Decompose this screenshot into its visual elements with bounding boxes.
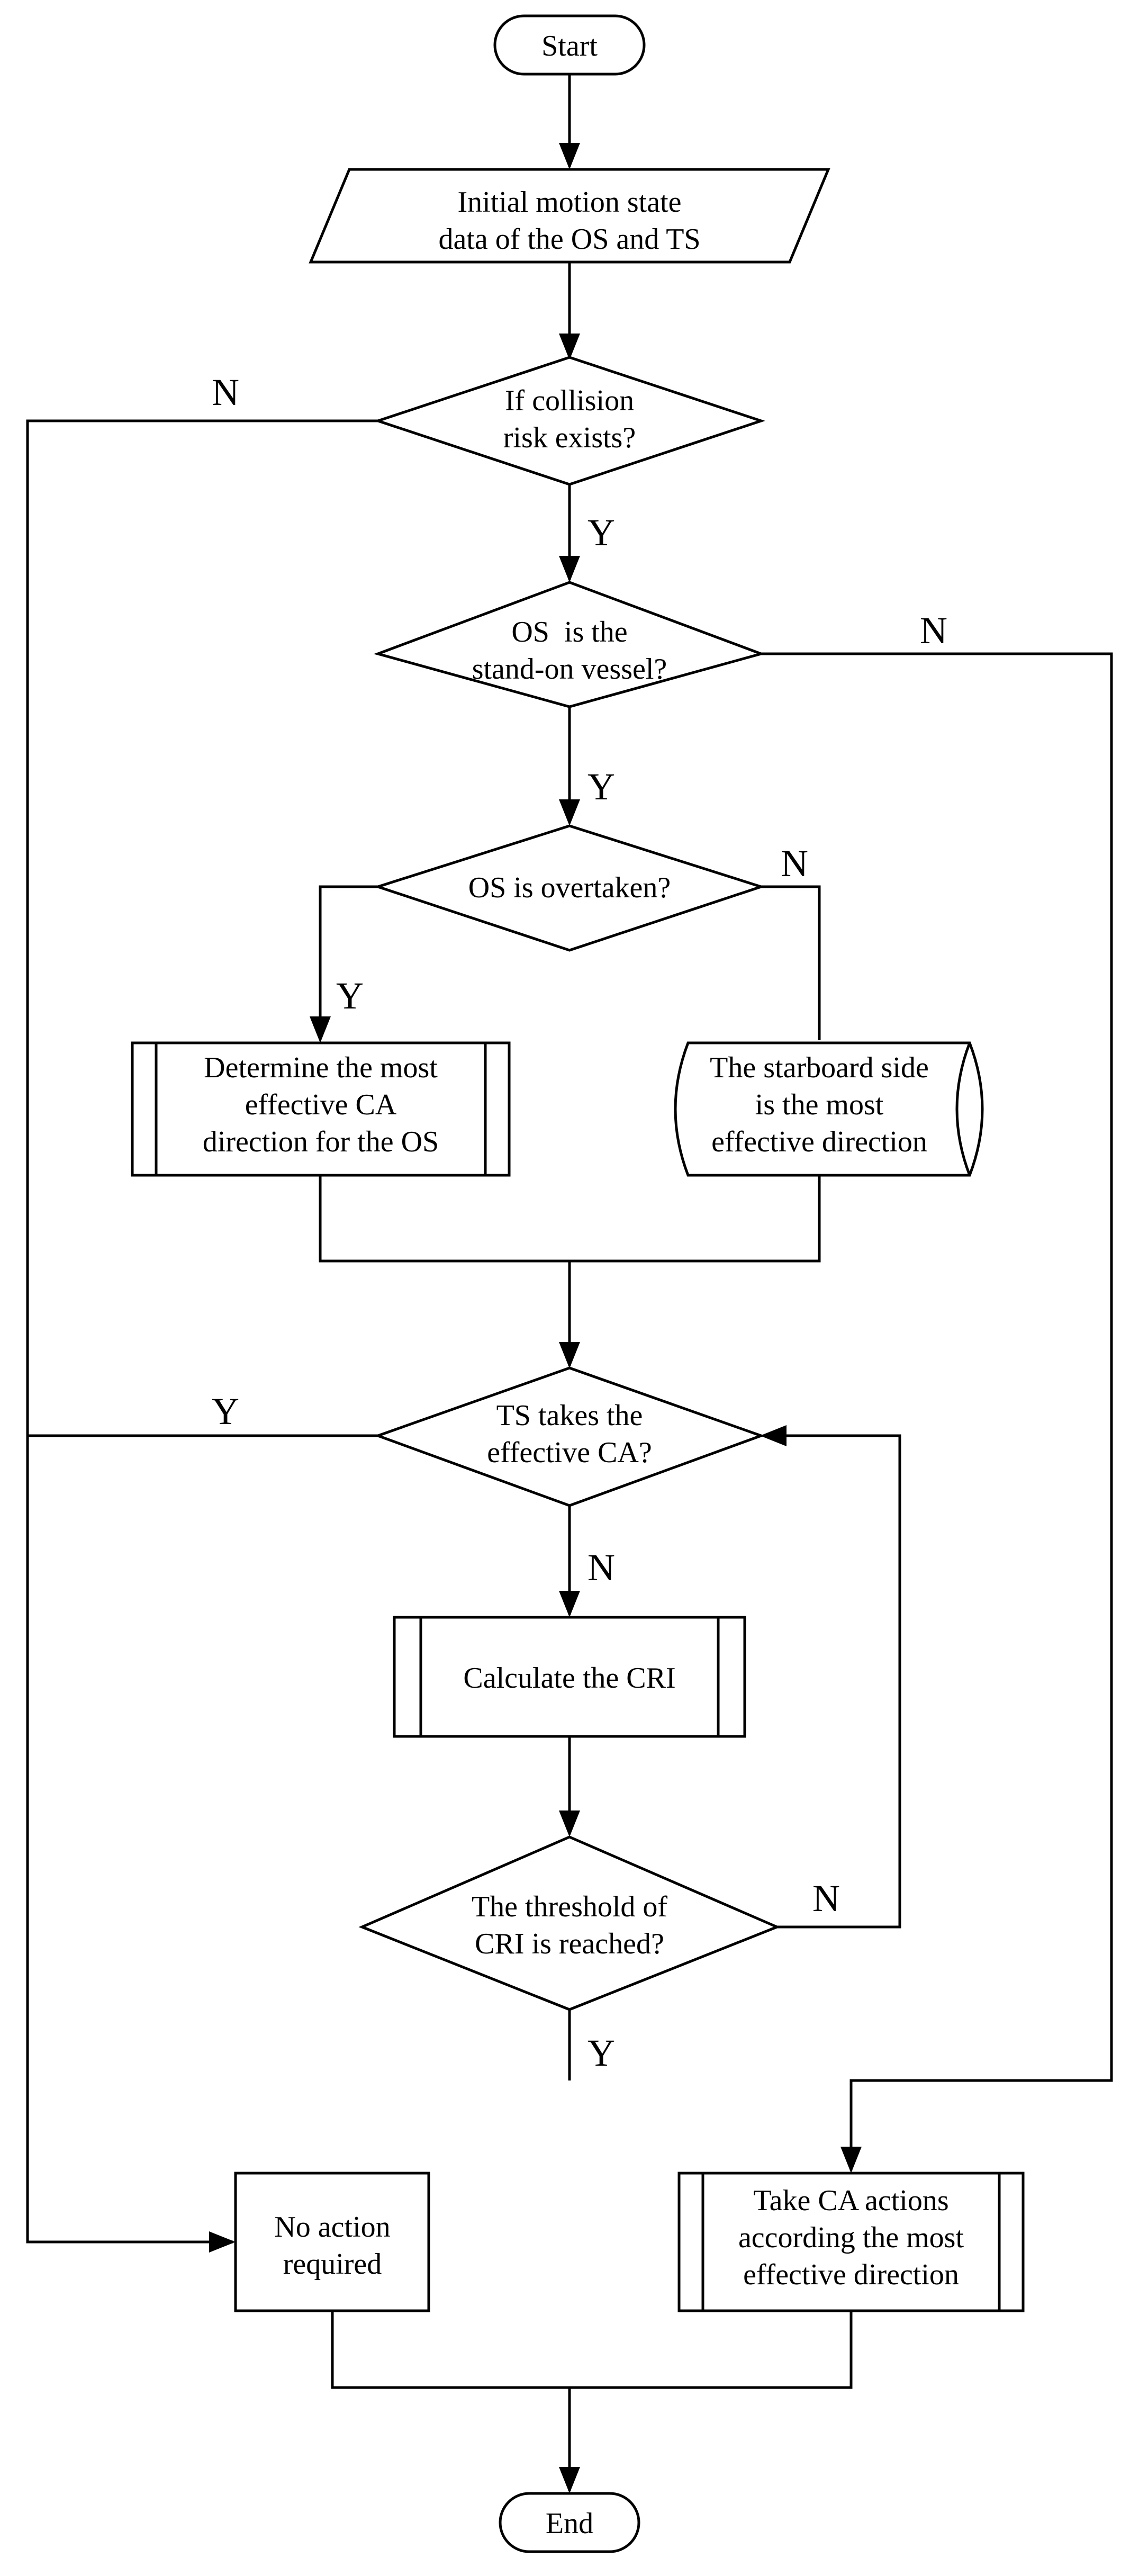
connector-outcomes-merge (331, 2311, 853, 2389)
initial-data-node: Initial motion state data of the OS and … (309, 168, 830, 264)
determine-label-line1: Determine the most (204, 1051, 438, 1084)
starboard-storage-node: The starboard side is the most effective… (674, 1041, 984, 1177)
connector-overtaken-yes (310, 885, 378, 1043)
edge-label-threshold-no: N (812, 1877, 840, 1920)
overtaken-decision: OS is overtaken? (373, 824, 766, 952)
end-label: End (546, 2507, 593, 2540)
calculate-cri-process: Calculate the CRI (393, 1616, 746, 1738)
connector-overtaken-no (761, 885, 821, 1040)
edge-label-standon-no: N (920, 609, 947, 652)
collision-risk-label-line2: risk exists? (503, 421, 636, 454)
start-node: Start (493, 14, 646, 76)
initial-data-label-line2: data of the OS and TS (438, 223, 700, 256)
no-action-label-line2: required (283, 2248, 382, 2281)
connectors (26, 74, 1113, 2493)
edge-label-standon-yes: Y (587, 765, 615, 808)
take-ca-label-line3: effective direction (743, 2258, 959, 2291)
stand-on-label-line2: stand-on vessel? (472, 653, 667, 686)
collision-risk-decision: If collision risk exists? (374, 356, 765, 486)
threshold-label-line2: CRI is reached? (475, 1928, 664, 1960)
collision-risk-label-line1: If collision (505, 384, 634, 417)
ts-takes-ca-decision: TS takes the effective CA? (374, 1366, 765, 1507)
edge-label-collision-no: N (212, 371, 239, 413)
connector-collision-no (26, 419, 378, 2253)
edge-labels: N Y N Y Y N Y N N Y (212, 371, 947, 2074)
take-ca-actions-process: Take CA actions according the most effec… (677, 2172, 1025, 2312)
edge-label-ts-ca-yes: Y (212, 1390, 239, 1433)
connector-determine-merge (319, 1175, 821, 1263)
overtaken-label: OS is overtaken? (468, 871, 671, 904)
threshold-decision: The threshold of CRI is reached? (358, 1835, 781, 2011)
stand-on-decision: OS is the stand-on vessel? (373, 581, 766, 708)
calc-cri-label: Calculate the CRI (463, 1662, 675, 1695)
connector-standon-no (761, 652, 1113, 2173)
take-ca-label-line2: according the most (738, 2221, 964, 2254)
edge-label-ts-ca-no: N (587, 1546, 615, 1589)
edge-label-overtaken-no: N (781, 842, 808, 885)
ts-ca-label-line1: TS takes the (496, 1399, 643, 1432)
determine-label-line3: direction for the OS (203, 1125, 439, 1158)
edge-label-threshold-yes: Y (587, 2032, 615, 2074)
edge-label-overtaken-yes: Y (336, 975, 364, 1017)
determine-direction-process: Determine the most effective CA directio… (131, 1041, 511, 1177)
no-action-process: No action required (234, 2172, 430, 2312)
starboard-label-line3: effective direction (711, 1125, 927, 1158)
threshold-label-line1: The threshold of (472, 1890, 667, 1923)
end-node: End (499, 2492, 640, 2553)
stand-on-label-line1: OS is the (511, 616, 627, 648)
starboard-label-line1: The starboard side (710, 1051, 929, 1084)
connector-threshold-no (760, 1425, 901, 1929)
start-label: Start (541, 30, 598, 62)
initial-data-label-line1: Initial motion state (457, 186, 681, 219)
no-action-label-line1: No action (274, 2211, 390, 2244)
starboard-label-line2: is the most (755, 1088, 884, 1121)
ts-ca-label-line2: effective CA? (487, 1436, 652, 1469)
determine-label-line2: effective CA (245, 1088, 397, 1121)
take-ca-label-line1: Take CA actions (753, 2184, 948, 2217)
edge-label-collision-yes: Y (587, 511, 615, 554)
